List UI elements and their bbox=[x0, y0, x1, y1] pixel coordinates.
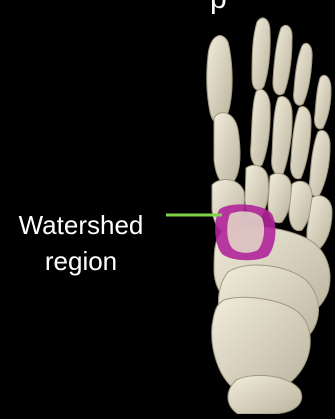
annotation-label-line2: region bbox=[6, 246, 156, 276]
watershed-highlight bbox=[215, 204, 275, 260]
title-fragment: p bbox=[210, 0, 227, 14]
phalanges bbox=[207, 18, 331, 196]
annotation-label-line1: Watershed bbox=[6, 210, 156, 240]
heel-bones bbox=[212, 265, 319, 414]
